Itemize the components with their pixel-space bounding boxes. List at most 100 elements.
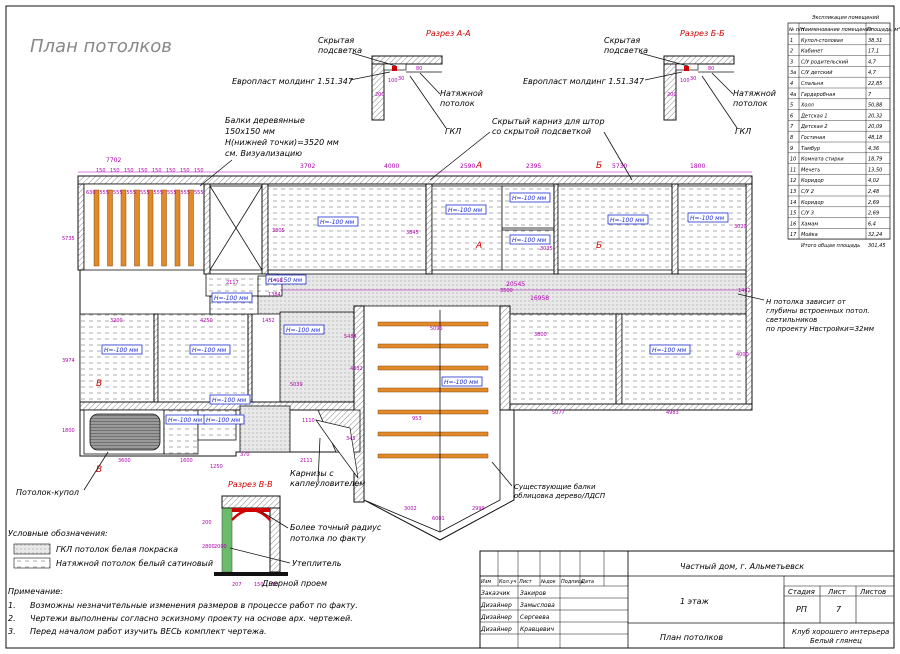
spec-row-num: 11 <box>790 167 796 173</box>
dim-beam-gap: 555 <box>127 190 137 196</box>
section-aa-slab <box>371 55 443 65</box>
spec-row-name: Холл <box>800 103 815 109</box>
spec-row-name: Тамбур <box>801 146 820 152</box>
mark-b-top: Б <box>596 161 602 171</box>
living-beam <box>377 321 489 327</box>
dim-beam-width: 150 <box>124 168 134 174</box>
outer-wall-top <box>77 175 753 185</box>
note-doorway: Дверной проем <box>261 579 327 588</box>
svg-text:2000: 2000 <box>214 544 227 550</box>
section-bb-gkl: ГКЛ <box>735 127 751 136</box>
dim-beam-gap: 555 <box>113 190 123 196</box>
living-beam <box>377 453 489 459</box>
stamp-project: Частный дом, г. Альметьевск <box>680 562 804 571</box>
dim-beam-width: 150 <box>180 168 190 174</box>
ceiling-height-label: Н=-150 мм <box>268 277 303 284</box>
spec-row-name: С/У детский <box>801 70 833 76</box>
spec-row-area: 13,50 <box>868 167 882 173</box>
beam <box>134 189 140 267</box>
spec-row-num: 14 <box>790 200 796 206</box>
dim-top: 3702 <box>300 163 315 170</box>
section-aa-molding: Европласт молдинг 1.51.347 <box>232 77 354 86</box>
dim-misc: 2117 <box>226 280 239 286</box>
cupola-ceiling <box>89 413 161 451</box>
stamp-role: Дизайнер <box>480 602 512 609</box>
plan-section-marks: А А Б Б В В <box>96 161 602 475</box>
dim-misc: 1462 <box>738 288 751 294</box>
notes: Примечание: 1. Возможны незначительные и… <box>8 587 358 636</box>
notes-title: Примечание: <box>8 587 63 596</box>
spec-row-num: 6 <box>790 113 793 119</box>
ceiling-height-label: Н=-100 мм <box>212 397 247 404</box>
beam <box>174 189 181 267</box>
spec-row-area: 17,1 <box>868 49 879 55</box>
stamp-person: Закиров <box>520 590 547 597</box>
living-room <box>363 305 501 533</box>
dim-corridor-2: 16958 <box>530 295 549 302</box>
dim-misc: 3200 <box>110 318 123 324</box>
dim-corridor-1: 20545 <box>506 281 525 288</box>
stamp-col-header: №док <box>540 579 556 585</box>
spec-row-num: 12 <box>790 178 796 184</box>
spec-header-num: № п/п <box>788 27 805 33</box>
ceiling-height-label: Н=-100 мм <box>286 327 321 334</box>
svg-text:30: 30 <box>690 76 696 82</box>
stamp-person: Кравцевич <box>520 626 554 633</box>
spec-row-area: 2,69 <box>868 200 879 206</box>
spec-row-num: 3а <box>790 70 796 76</box>
dim-beam-width: 150 <box>194 168 204 174</box>
ceiling-height-label: Н=-100 мм <box>444 379 479 386</box>
dim-misc: 3974 <box>62 358 75 364</box>
section-bb-molding: Европласт молдинг 1.51.347 <box>523 77 645 86</box>
note-1: Возможны незначительные изменения размер… <box>30 601 358 610</box>
living-beam <box>377 343 489 349</box>
spec-row-name: Детская 1 <box>800 113 828 119</box>
dim-misc: 3600 <box>118 458 131 464</box>
dim-misc: 1452 <box>262 318 275 324</box>
spec-row-name: С/У 2 <box>801 189 814 195</box>
dim-beam-width: 150 <box>152 168 162 174</box>
spec-row-name: Кабинет <box>801 49 824 55</box>
spec-row-area: 48,18 <box>868 135 882 141</box>
spec-row-num: 2 <box>790 49 793 55</box>
spec-total-area: 301,45 <box>868 243 886 249</box>
dim-misc: 5077 <box>552 410 565 416</box>
dim-misc: 6001 <box>432 516 445 522</box>
room-office <box>267 185 427 271</box>
beam <box>188 189 194 267</box>
dim-beam-gap: 555 <box>140 190 150 196</box>
dim-beam-width: 150 <box>110 168 120 174</box>
dim-top: 2590 <box>460 163 475 170</box>
ceiling-height-label: Н=-100 мм <box>690 215 725 222</box>
svg-text:2800: 2800 <box>202 544 215 550</box>
stamp-col-header: Лист <box>518 579 533 585</box>
dim-misc: 370 <box>240 452 250 458</box>
dim-beam-width: 150 <box>138 168 148 174</box>
spec-row-num: 13 <box>790 189 796 195</box>
spec-header-name: Наименование помещения <box>801 27 872 33</box>
spec-row-num: 4 <box>790 81 793 87</box>
spec-row-area: 20,32 <box>868 113 882 119</box>
ceiling-height-label: Н=-100 мм <box>448 207 483 214</box>
living-beam <box>377 387 489 393</box>
dim-top: 4000 <box>384 163 399 170</box>
svg-text:30: 30 <box>398 76 404 82</box>
note-3: Перед началом работ изучить ВЕСЬ комплек… <box>30 627 267 636</box>
page-title: План потолков <box>30 36 172 57</box>
stamp-floor: 1 этаж <box>680 597 710 606</box>
dim-misc: 1110 <box>302 418 315 424</box>
spec-row-num: 9 <box>790 146 793 152</box>
spec-total-label: Итого общая площадь <box>801 243 860 249</box>
dim-top: 1800 <box>690 163 705 170</box>
dim-top: 7702 <box>106 157 121 164</box>
svg-text:100: 100 <box>680 78 690 84</box>
ceiling-height-labels: Н=-100 мм Н=-100 мм Н=-100 мм Н=-100 мм Н=-1… <box>101 192 729 425</box>
room-lower-right-2 <box>621 313 747 405</box>
spec-row-num: 7 <box>790 124 794 130</box>
dim-misc: 5484 <box>344 334 357 340</box>
mark-v-bottom: В <box>96 465 102 475</box>
dim-misc: 4983 <box>666 410 679 416</box>
